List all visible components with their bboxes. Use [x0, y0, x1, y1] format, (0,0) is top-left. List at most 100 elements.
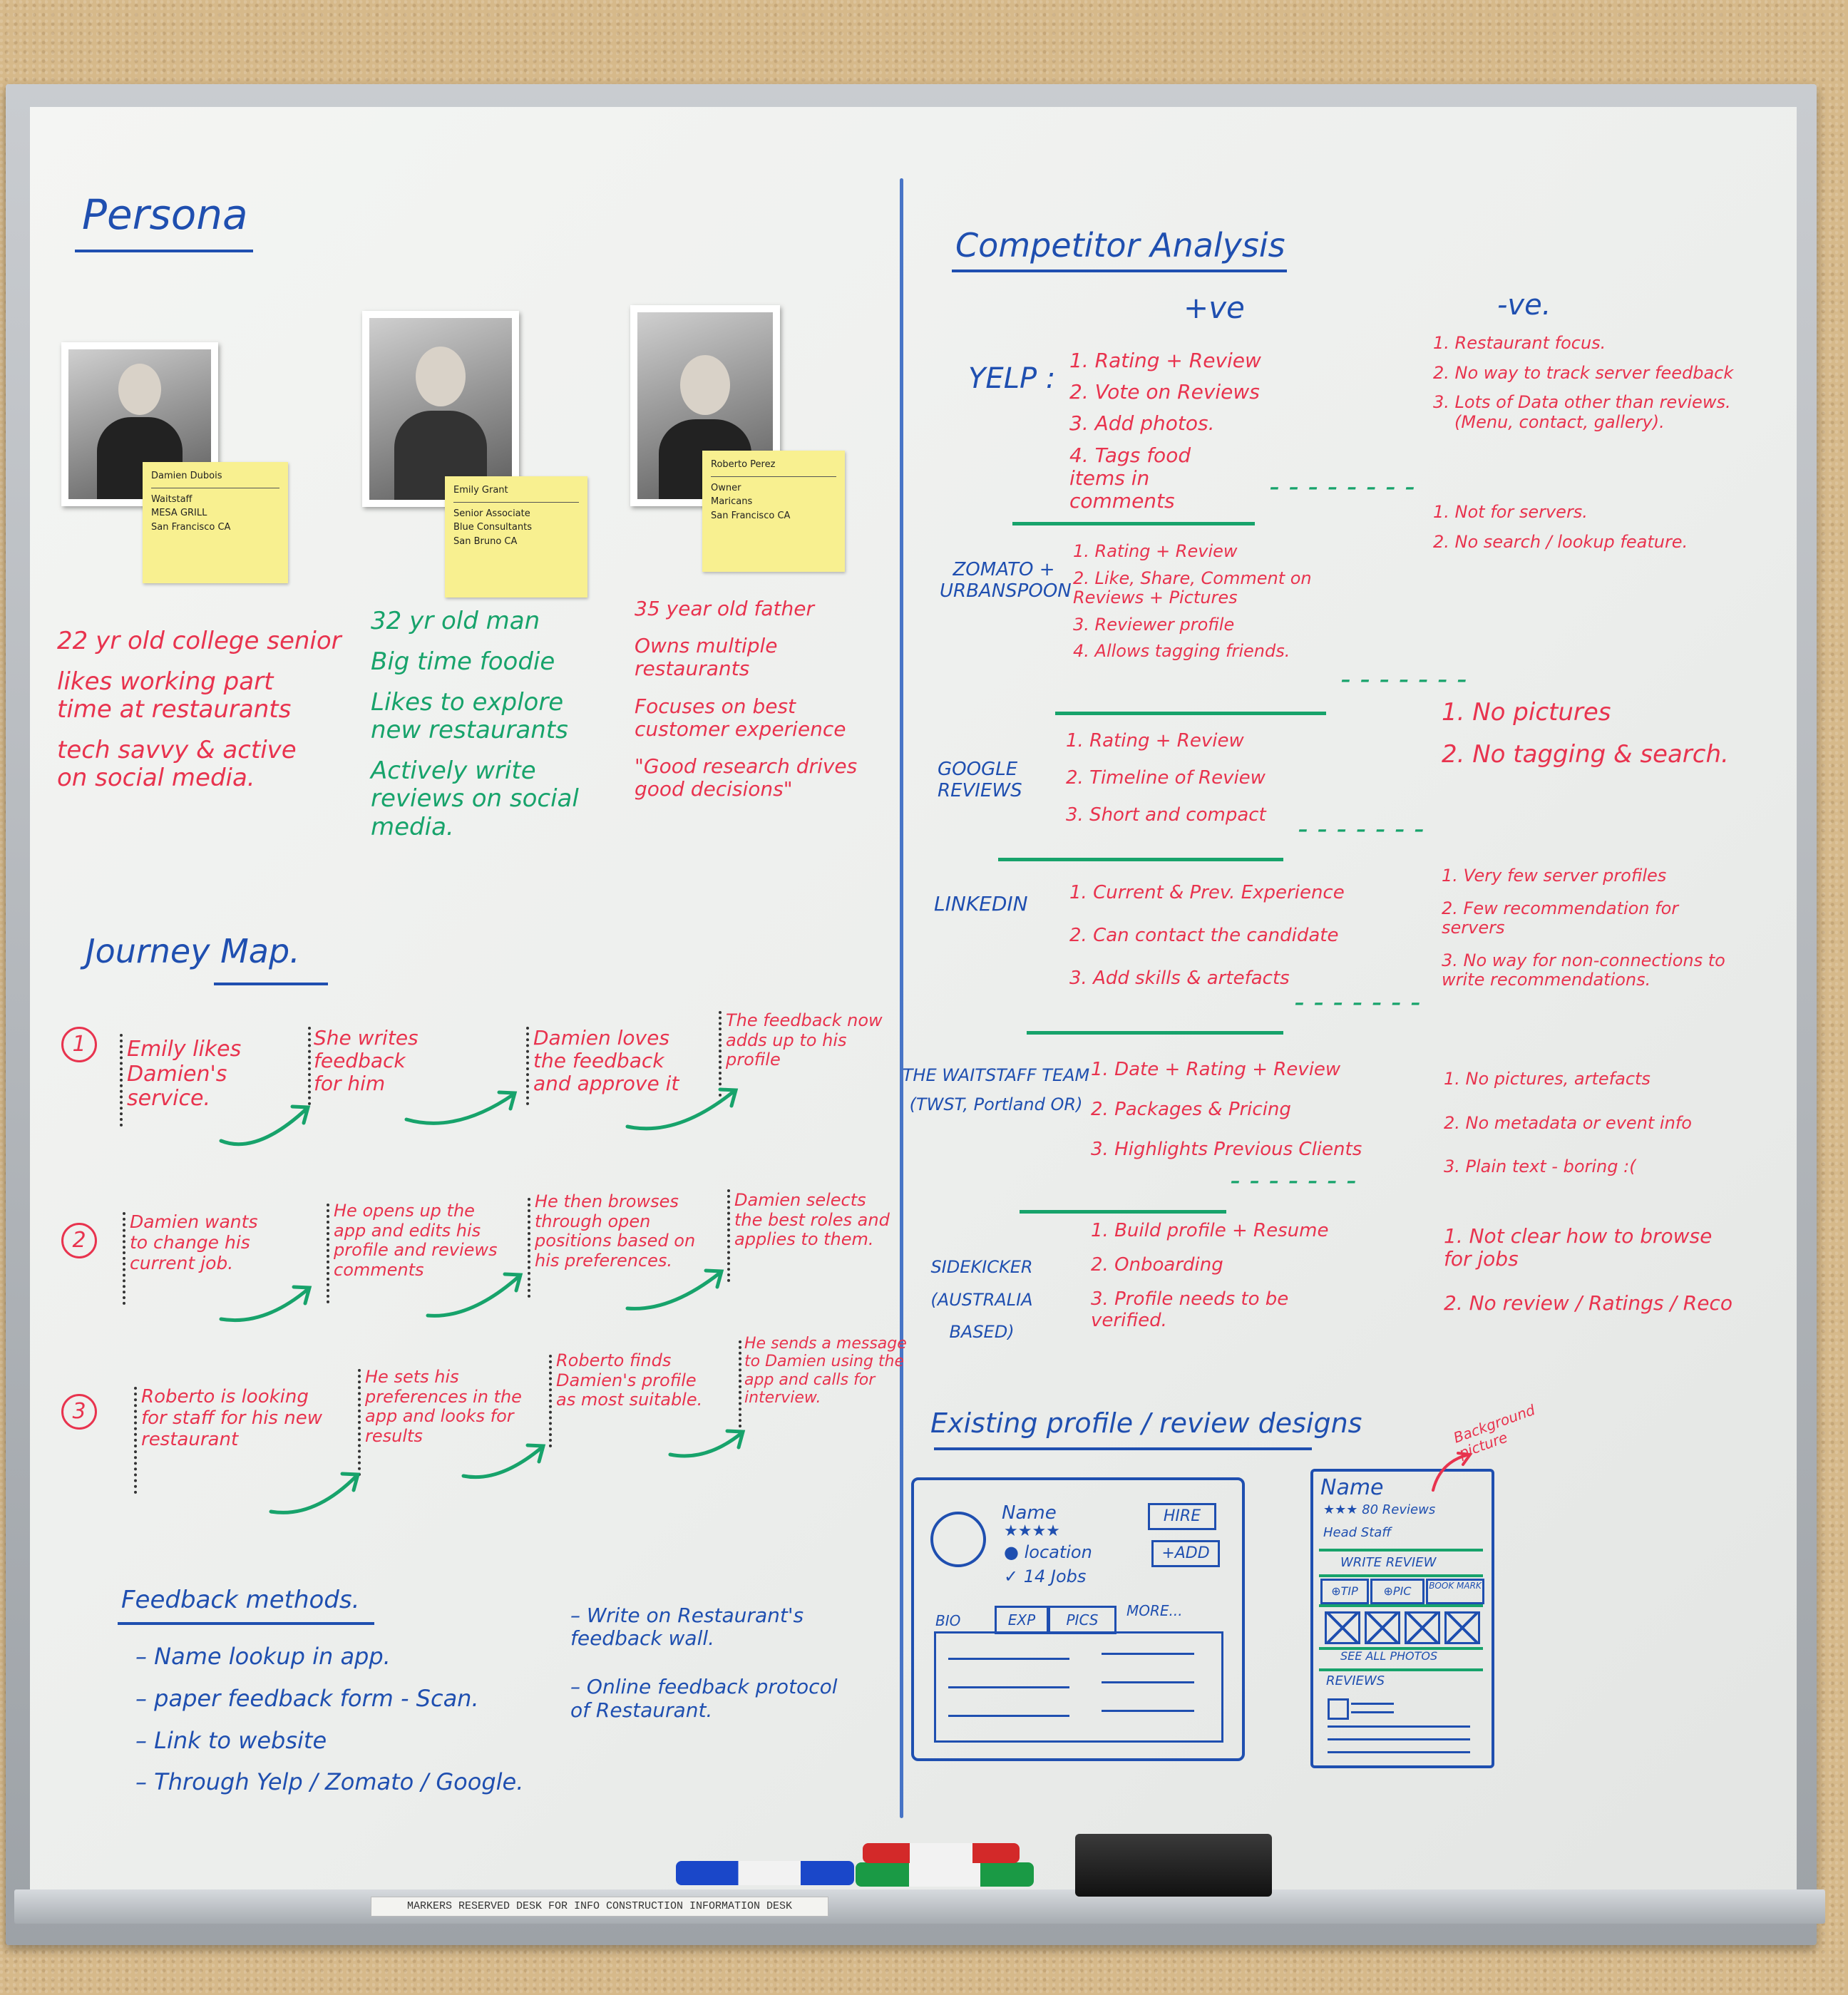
- text-line: [1351, 1711, 1394, 1713]
- row-divider: [1055, 712, 1326, 715]
- card2-role: Head Staff: [1323, 1525, 1392, 1540]
- competitor-name-waitstaff: THE WAITSTAFF TEAM (TWST, Portland OR): [902, 1065, 1090, 1114]
- pos-item: 1. Rating + Review: [1066, 730, 1244, 752]
- neg-item: 2. No tagging & search.: [1442, 740, 1729, 769]
- pos-item: 3. Add skills & artefacts: [1069, 967, 1290, 989]
- competitor-name-zomato: ZOMATO + URBANSPOON: [940, 559, 1072, 602]
- linkedin-pos: 1. Current & Prev. Experience 2. Can con…: [1069, 882, 1345, 990]
- add-button[interactable]: +ADD: [1151, 1540, 1220, 1567]
- step-separator: [526, 1027, 529, 1105]
- pos-item: 3. Highlights Previous Clients: [1091, 1138, 1362, 1160]
- neg-item: 1. Not for servers.: [1433, 502, 1588, 522]
- note-line: Focuses on best: [635, 694, 796, 718]
- photo-thumbnails: [1325, 1611, 1482, 1644]
- tip-button[interactable]: ⊕TIP: [1320, 1579, 1369, 1604]
- review-card-sketch: [1310, 1469, 1494, 1768]
- pic-button[interactable]: ⊕PIC: [1370, 1579, 1424, 1604]
- note-line: good decisions": [635, 777, 793, 801]
- journey-step: Emily likes Damien's service.: [127, 1037, 242, 1111]
- card2-rating: ★★★ 80 Reviews: [1323, 1502, 1435, 1518]
- persona-role: Waitstaff: [151, 493, 192, 505]
- competitor-title: Competitor Analysis: [955, 226, 1285, 265]
- note-line: 32 yr old man: [371, 607, 540, 635]
- photo-thumb[interactable]: [1405, 1611, 1440, 1644]
- photo-emily: [362, 311, 519, 507]
- competitor-name-linkedin: LINKEDIN: [934, 892, 1028, 916]
- pos-item: 4. Tags food items in comments: [1069, 443, 1191, 513]
- neg-item: (Menu, contact, gallery).: [1454, 411, 1665, 432]
- existing-underline: [934, 1447, 1312, 1450]
- card1-location: ● location: [1004, 1542, 1092, 1563]
- journey-step: The feedback now adds up to his profile: [726, 1010, 883, 1070]
- persona-name: Damien Dubois: [151, 471, 222, 481]
- sticky-emily: Emily Grant Senior Associate Blue Consul…: [445, 476, 587, 598]
- neg-header: -ve.: [1497, 289, 1551, 322]
- step-separator: [727, 1189, 730, 1282]
- tab-pics[interactable]: PICS: [1048, 1606, 1116, 1634]
- note-line: reviews on social: [371, 784, 579, 814]
- note-line: media.: [371, 812, 454, 841]
- hire-button[interactable]: HIRE: [1148, 1503, 1216, 1530]
- photo-thumb[interactable]: [1365, 1611, 1400, 1644]
- neg-item: 1. No pictures, artefacts: [1444, 1069, 1651, 1089]
- roberto-notes: 35 year old father Owns multiple restaur…: [635, 597, 857, 801]
- feedback-text: paper feedback form - Scan.: [154, 1684, 479, 1712]
- write-review-button[interactable]: WRITE REVIEW: [1340, 1555, 1437, 1570]
- persona-place: Blue Consultants: [453, 522, 532, 533]
- zomato-pos: 1. Rating + Review 2. Like, Share, Comme…: [1073, 541, 1330, 662]
- tab-bio[interactable]: BIO: [935, 1612, 961, 1629]
- persona-place: MESA GRILL: [151, 508, 207, 518]
- bookmark-button[interactable]: BOOK MARK: [1426, 1579, 1484, 1604]
- tab-exp[interactable]: EXP: [995, 1606, 1049, 1634]
- feedback-item: – Link to website: [135, 1726, 327, 1754]
- existing-title: Existing profile / review designs: [930, 1407, 1362, 1439]
- feedback-text: Link to website: [154, 1726, 327, 1754]
- card2-name: Name: [1320, 1475, 1384, 1500]
- photo-thumb[interactable]: [1444, 1611, 1480, 1644]
- neg-item: 1. No pictures: [1442, 698, 1611, 727]
- feedback-text: Write on Restaurant's feedback wall.: [570, 1604, 804, 1651]
- emily-notes: 32 yr old man Big time foodie Likes to e…: [371, 607, 579, 841]
- pic-label: PIC: [1392, 1584, 1412, 1598]
- note-line: Likes to explore: [371, 688, 564, 717]
- tab-more[interactable]: MORE...: [1126, 1602, 1183, 1619]
- neg-item: 2. Few recommendation for servers: [1442, 898, 1679, 938]
- text-line: [948, 1686, 1069, 1688]
- text-line: [1102, 1710, 1194, 1712]
- damien-notes: 22 yr old college senior likes working p…: [57, 627, 342, 792]
- see-all-photos-link[interactable]: SEE ALL PHOTOS: [1340, 1649, 1438, 1663]
- note-line: new restaurants: [371, 716, 568, 745]
- note-line: customer experience: [635, 717, 846, 741]
- section-line: [1319, 1574, 1483, 1577]
- journey-step: Damien wants to change his current job.: [130, 1211, 258, 1273]
- journey-row-2: 2: [61, 1223, 97, 1258]
- neg-item: 2. No way to track server feedback: [1433, 362, 1734, 383]
- note-line: restaurants: [635, 657, 750, 681]
- feedback-text: Online feedback protocol of Restaurant.: [570, 1675, 838, 1722]
- content-panel: [934, 1631, 1223, 1743]
- google-pos: 1. Rating + Review 2. Timeline of Review…: [1066, 730, 1266, 826]
- note-line: 35 year old father: [635, 597, 814, 620]
- journey-step: He then browses through open positions b…: [535, 1191, 696, 1271]
- waitstaff-neg: 1. No pictures, artefacts 2. No metadata…: [1444, 1069, 1692, 1177]
- card1-jobs: ✓ 14 Jobs: [1004, 1566, 1087, 1586]
- pos-item: 4. Allows tagging friends.: [1073, 641, 1290, 662]
- persona-role: Senior Associate: [453, 508, 530, 519]
- red-marker: [863, 1843, 1020, 1863]
- pos-item: 2. Can contact the candidate: [1069, 924, 1339, 946]
- pos-item: 2. Vote on Reviews: [1069, 380, 1260, 404]
- pos-item: 3. Short and compact: [1066, 804, 1266, 826]
- journey-title: Journey Map.: [86, 932, 300, 970]
- photo-damien: [61, 342, 218, 506]
- photo-thumb[interactable]: [1325, 1611, 1360, 1644]
- journey-row-1: 1: [61, 1027, 97, 1062]
- persona-city: San Francisco CA: [151, 521, 231, 533]
- avatar-icon: [930, 1512, 986, 1567]
- feedback-item: – Write on Restaurant's feedback wall.: [570, 1604, 804, 1651]
- note-line: Actively write: [371, 757, 536, 786]
- persona-underline: [75, 250, 253, 252]
- journey-row-3: 3: [61, 1394, 97, 1430]
- step-separator: [549, 1355, 552, 1447]
- text-line: [1102, 1653, 1194, 1655]
- location-icon: ●: [1004, 1542, 1019, 1562]
